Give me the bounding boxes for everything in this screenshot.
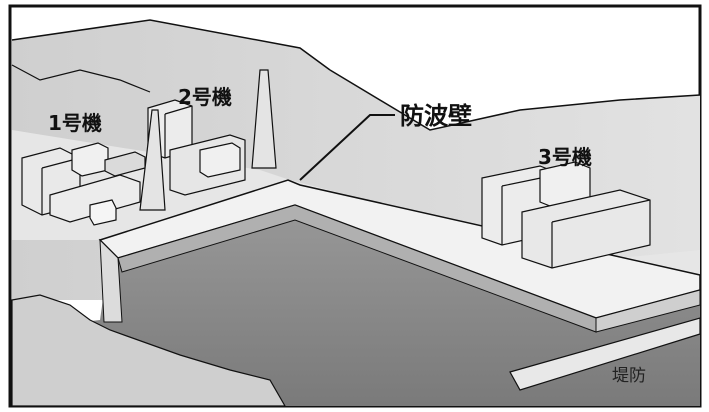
- foreground-rocks: [11, 294, 287, 407]
- hill-ridge-near: [11, 64, 151, 93]
- breakwater: [509, 317, 701, 391]
- unit3-label: 3号機: [538, 145, 592, 169]
- unit2-stack: [251, 69, 277, 169]
- unit1-stack: [139, 109, 166, 211]
- unit1-label: 1号機: [48, 111, 102, 135]
- unit2-label: 2号機: [178, 85, 232, 109]
- seawall-left-return: [99, 238, 123, 323]
- hill-ridge-left: [11, 19, 331, 71]
- breakwater-label: 堤防: [612, 366, 646, 386]
- unit3-buildings: [481, 161, 651, 269]
- hill-ridge-right: [329, 69, 701, 131]
- seawall-label: 防波壁: [400, 102, 472, 130]
- seawall-leader-line: [299, 114, 395, 181]
- unit1-buildings: [21, 142, 146, 226]
- unit2-buildings: [147, 99, 246, 196]
- seawall-right-face: [595, 289, 701, 333]
